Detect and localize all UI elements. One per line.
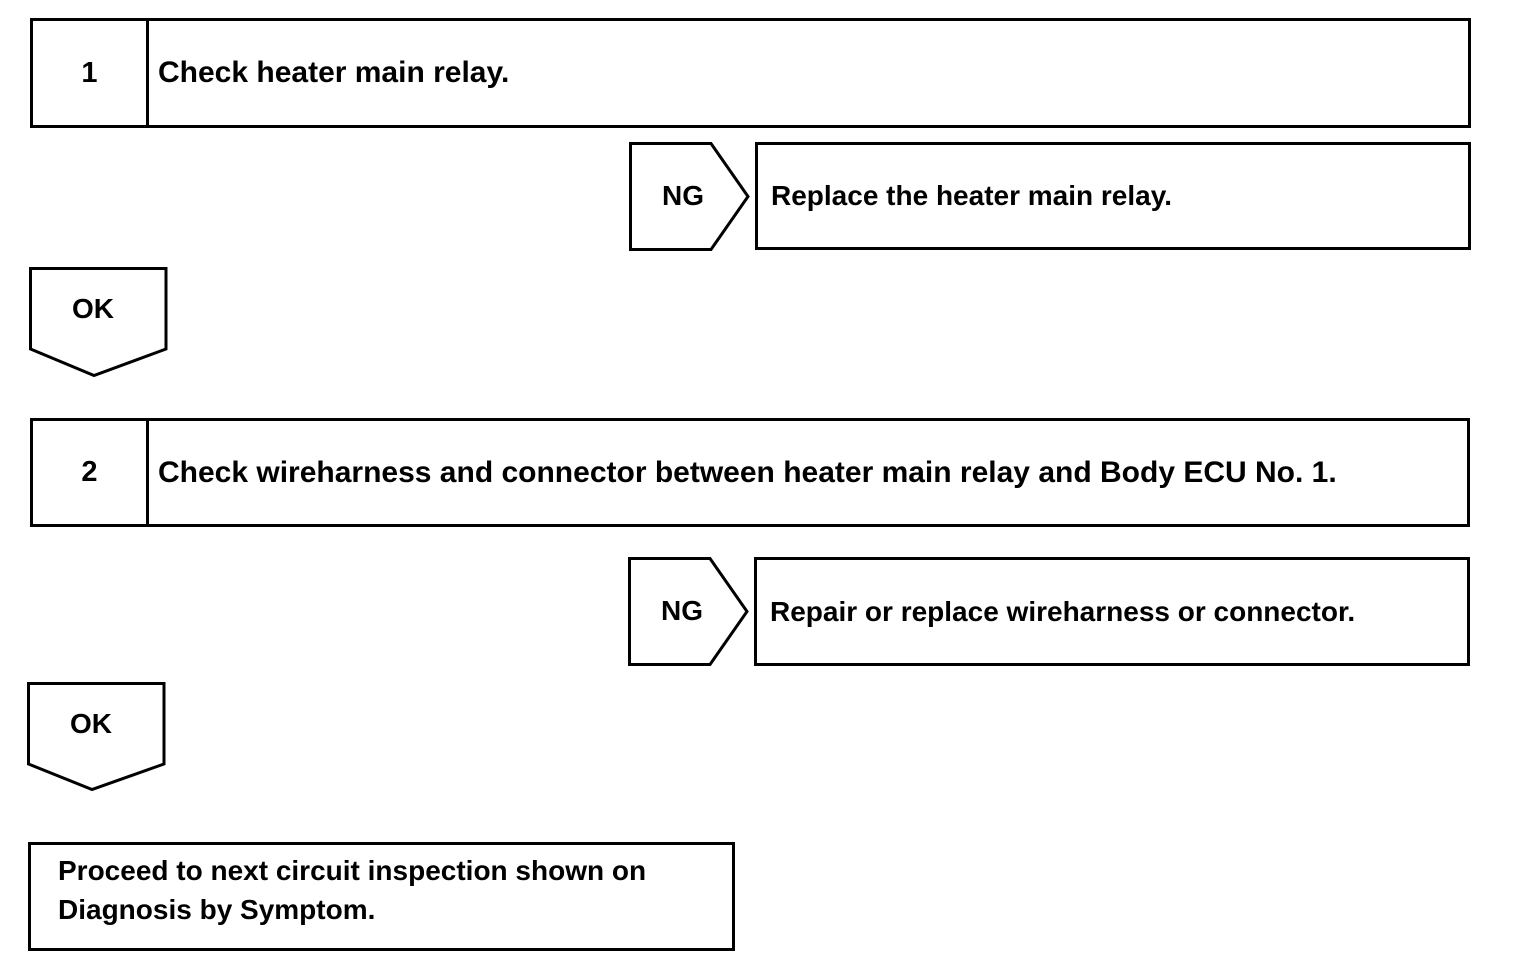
step-2-number: 2: [33, 421, 149, 524]
final-result-line-2: Diagnosis by Symptom.: [58, 894, 376, 925]
step-2-ok-label: OK: [70, 708, 112, 739]
final-result-box: Proceed to next circuit inspection shown…: [28, 842, 735, 951]
step-2-text: Check wireharness and connector between …: [158, 455, 1337, 489]
step-1-ng-label: NG: [662, 180, 704, 211]
step-1-ng-result-box: Replace the heater main relay.: [755, 142, 1471, 250]
step-2-ng-arrow: NG: [628, 557, 750, 666]
step-2-ok-arrow: OK: [27, 682, 166, 792]
step-1-ng-result-text: Replace the heater main relay.: [771, 180, 1172, 211]
step-1-text: Check heater main relay.: [158, 56, 510, 89]
step-1-ok-arrow: OK: [29, 267, 168, 378]
final-result-line-1: Proceed to next circuit inspection shown…: [58, 855, 647, 886]
step-2-ng-result-box: Repair or replace wireharness or connect…: [754, 557, 1470, 666]
step-1-box: 1 Check heater main relay.: [30, 18, 1471, 128]
step-2-box: 2 Check wireharness and connector betwee…: [30, 418, 1470, 527]
step-1-number: 1: [33, 21, 149, 125]
final-result-text: Proceed to next circuit inspection shown…: [58, 851, 712, 929]
step-1-ng-arrow: NG: [629, 142, 751, 251]
step-2-ng-label: NG: [661, 595, 703, 626]
step-2-ng-result-text: Repair or replace wireharness or connect…: [770, 595, 1356, 627]
step-1-ok-label: OK: [72, 293, 114, 324]
